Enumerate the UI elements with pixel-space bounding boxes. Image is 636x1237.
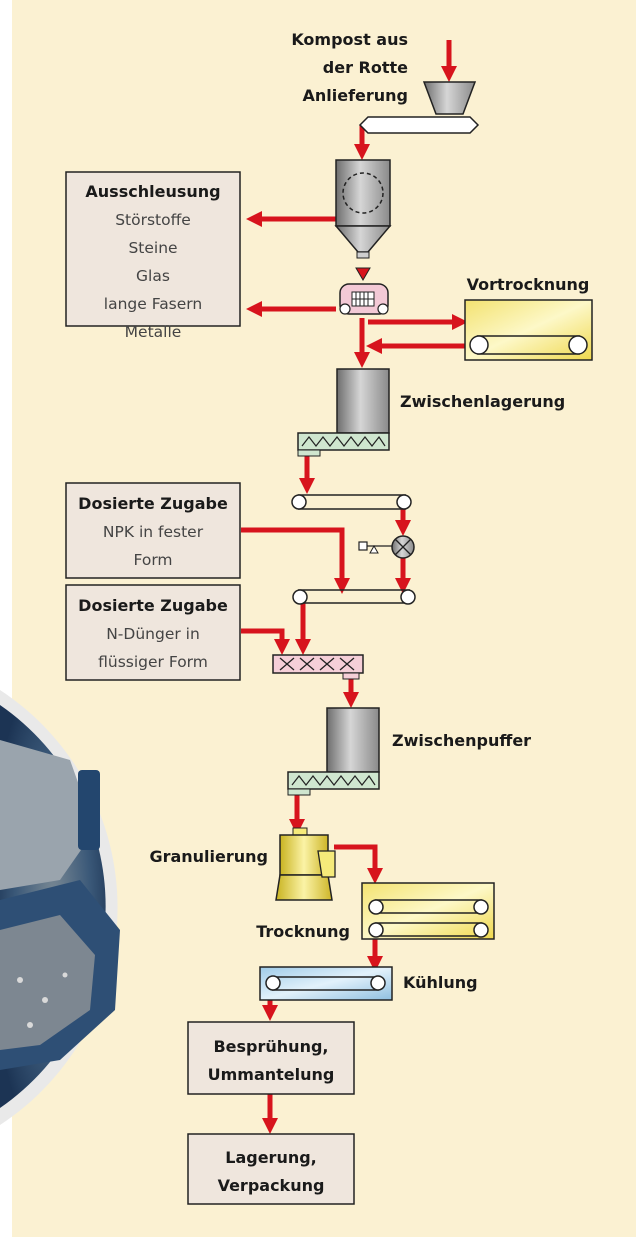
- spraying-box: [187, 1021, 355, 1095]
- removal-item-2: Steine: [128, 239, 177, 257]
- cooling-label: Kühlung: [403, 973, 478, 992]
- removal-item-4: lange Fasern: [104, 295, 202, 313]
- removal-title: Ausschleusung: [85, 182, 220, 201]
- removal-box: [65, 171, 241, 327]
- dose2-title: Dosierte Zugabe: [78, 596, 228, 615]
- mixer-screw: [272, 654, 364, 680]
- conveyor-belt-2: [292, 589, 416, 605]
- input-label-line1: Kompost aus: [291, 30, 408, 49]
- dose1-line2: Form: [133, 551, 172, 569]
- storage-line1: Lagerung,: [225, 1148, 317, 1167]
- drying-label: Trocknung: [256, 922, 350, 941]
- feed-arrow-icon: [355, 267, 371, 281]
- storage-line2: Verpackung: [218, 1176, 325, 1195]
- drying-unit: [361, 882, 495, 940]
- dose2-line2: flüssiger Form: [98, 653, 208, 671]
- intermediate-storage-silo: [297, 368, 390, 457]
- rotary-valve-icon: [358, 535, 415, 559]
- conveyor-belt-1: [291, 494, 412, 510]
- granulation-label: Granulierung: [149, 847, 268, 866]
- spraying-line2: Ummantelung: [208, 1065, 335, 1084]
- storage-box: [187, 1133, 355, 1205]
- dose-solid-box: [65, 482, 241, 579]
- dose-liquid-box: [65, 584, 241, 681]
- sieve-drum-icon: [339, 283, 389, 315]
- predrying-label: Vortrocknung: [467, 275, 590, 294]
- dose1-line1: NPK in fester: [103, 523, 204, 541]
- dose2-line1: N-Dünger in: [106, 625, 200, 643]
- arrow-heads: [246, 66, 468, 1134]
- spraying-line1: Besprühung,: [213, 1037, 328, 1056]
- removal-item-1: Störstoffe: [115, 211, 191, 229]
- granulator-drum-photo: [0, 690, 120, 1125]
- input-conveyor: [358, 116, 480, 134]
- granulator: [275, 827, 336, 901]
- silo: [334, 159, 392, 259]
- intermediate-storage-label: Zwischenlagerung: [400, 392, 565, 411]
- intermediate-buffer-label: Zwischenpuffer: [392, 731, 531, 750]
- removal-item-5: Metalle: [125, 323, 182, 341]
- dose1-title: Dosierte Zugabe: [78, 494, 228, 513]
- input-label-line3: Anlieferung: [302, 86, 408, 105]
- hopper-icon: [422, 81, 477, 115]
- predrying-dryer: [464, 299, 593, 361]
- cooling-unit: [259, 966, 393, 1001]
- intermediate-buffer-silo: [287, 707, 380, 796]
- removal-item-3: Glas: [136, 267, 170, 285]
- input-label-line2: der Rotte: [323, 58, 408, 77]
- flow-lines: [241, 40, 465, 1122]
